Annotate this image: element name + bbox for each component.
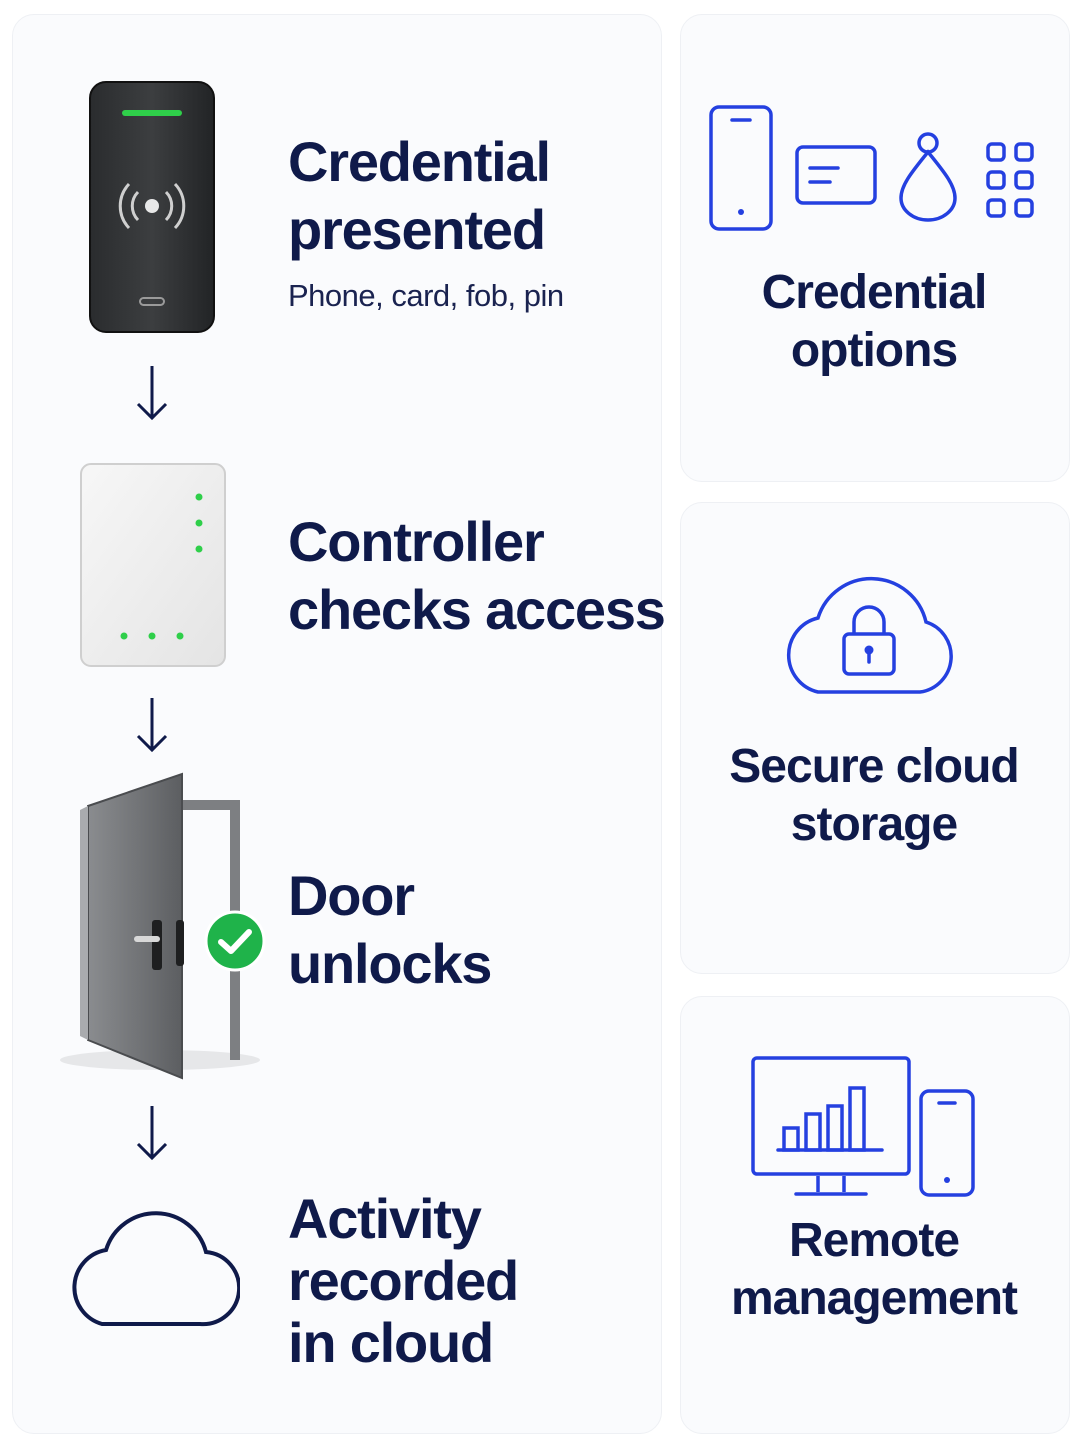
fob-icon xyxy=(899,132,957,222)
feature-card-credential-options xyxy=(680,14,1070,482)
feature-3-title-line-2: management xyxy=(730,1272,1018,1325)
cloud-icon xyxy=(72,1211,240,1327)
card-icon xyxy=(795,145,877,205)
open-door-icon xyxy=(60,772,260,1080)
monitor-chart-icon xyxy=(751,1056,911,1196)
step-4-title-line-2: recorded xyxy=(288,1249,519,1312)
phone-icon xyxy=(919,1089,975,1197)
feature-3-title-line-1: Remote xyxy=(788,1214,960,1267)
card-reader-icon xyxy=(89,81,215,333)
step-2-title-line-2: checks access xyxy=(288,578,666,641)
step-3-title-line-1: Door xyxy=(288,864,415,927)
check-circle-icon xyxy=(204,910,266,972)
step-3-title-line-2: unlocks xyxy=(288,932,492,995)
feature-3-title: Remote management xyxy=(680,1212,1068,1328)
feature-2-title-line-2: storage xyxy=(790,798,958,851)
phone-icon xyxy=(709,105,773,231)
feature-1-title-line-2: options xyxy=(790,324,958,377)
step-2-title: Controller checks access xyxy=(288,508,666,644)
keypad-icon xyxy=(986,142,1034,218)
feature-card-remote-management xyxy=(680,996,1070,1434)
step-4-title-line-1: Activity xyxy=(288,1187,482,1250)
down-arrow-icon xyxy=(136,366,168,421)
access-controller-icon xyxy=(80,463,226,667)
step-1-title-line-1: Credential xyxy=(288,130,551,193)
cloud-lock-icon xyxy=(786,576,953,694)
step-2-title-line-1: Controller xyxy=(288,510,545,573)
step-1-title-line-2: presented xyxy=(288,198,546,261)
down-arrow-icon xyxy=(136,1106,168,1161)
feature-1-title-line-1: Credential xyxy=(761,266,988,319)
feature-2-title: Secure cloud storage xyxy=(680,738,1068,854)
step-4-title-line-3: in cloud xyxy=(288,1311,494,1374)
down-arrow-icon xyxy=(136,698,168,753)
feature-card-secure-cloud xyxy=(680,502,1070,974)
step-1-title: Credential presented xyxy=(288,128,551,264)
step-3-title: Door unlocks xyxy=(288,862,492,998)
step-1-subtitle: Phone, card, fob, pin xyxy=(288,278,564,313)
feature-2-title-line-1: Secure cloud xyxy=(729,740,1019,793)
feature-1-title: Credential options xyxy=(680,264,1068,380)
step-4-title: Activity recorded in cloud xyxy=(288,1187,519,1374)
